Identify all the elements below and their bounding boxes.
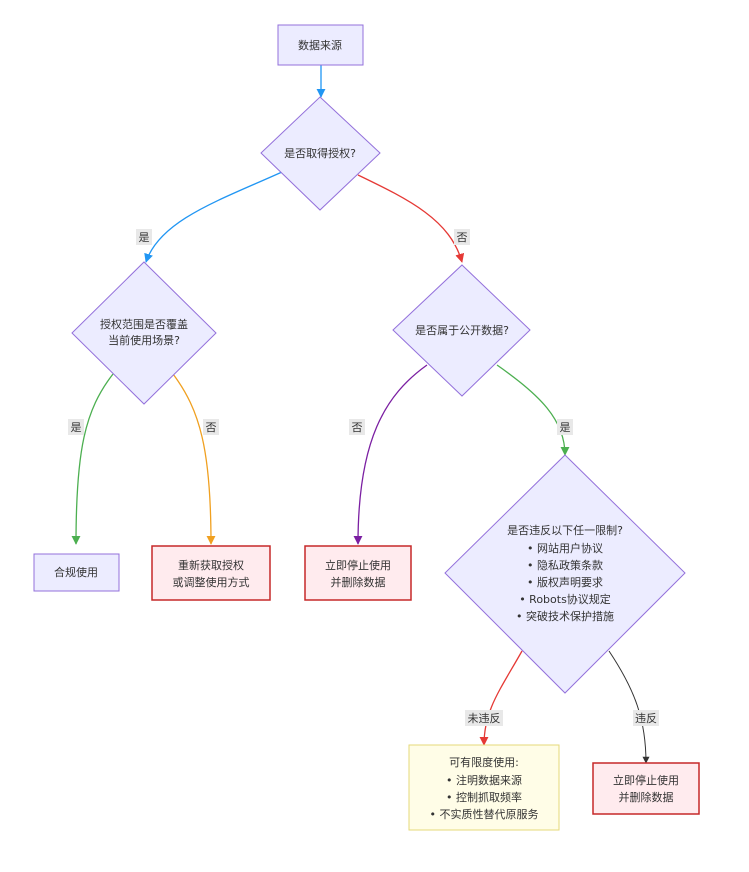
node-data-source-label: 数据来源 — [298, 38, 342, 52]
decision-violate-item: • 版权声明要求 — [527, 575, 603, 589]
decision-violate-item: • 突破技术保护措施 — [516, 609, 614, 623]
edge-label-auth-no: 否 — [454, 229, 470, 245]
edge-authorized-yes — [144, 171, 283, 263]
node-stop-delete-1: 立即停止使用 并删除数据 — [304, 545, 412, 601]
node-compliant-use: 合规使用 — [33, 553, 120, 592]
decision-public-label: 是否属于公开数据? — [415, 323, 509, 337]
node-limited-use-title: 可有限度使用: — [449, 755, 519, 769]
node-limited-use-item: • 注明数据来源 — [446, 773, 522, 787]
edge-label-scope-no: 否 — [203, 419, 219, 435]
edge-label-public-yes: 是 — [557, 419, 573, 435]
edge-label-auth-yes: 是 — [136, 229, 152, 245]
decision-violate-item: • Robots协议规定 — [519, 592, 611, 606]
node-reauthorize-label-2: 或调整使用方式 — [173, 575, 250, 589]
svg-text:违反: 违反 — [635, 712, 657, 725]
node-reauthorize: 重新获取授权 或调整使用方式 — [151, 545, 271, 601]
edge-label-scope-yes: 是 — [68, 419, 84, 435]
decision-violate-item: • 网站用户协议 — [527, 541, 603, 555]
decision-violate-item: • 隐私政策条款 — [527, 558, 603, 572]
decision-violate: 是否违反以下任一限制? • 网站用户协议 • 隐私政策条款 • 版权声明要求 •… — [444, 454, 686, 694]
decision-authorized-label: 是否取得授权? — [284, 146, 356, 160]
node-stop-delete-2: 立即停止使用 并删除数据 — [592, 762, 700, 815]
svg-text:否: 否 — [457, 231, 468, 244]
edge-authorized-no — [357, 174, 465, 263]
edge-public-yes — [496, 364, 570, 456]
decision-scope-label-1: 授权范围是否覆盖 — [100, 317, 188, 331]
svg-text:未违反: 未违反 — [468, 712, 501, 725]
svg-text:否: 否 — [206, 421, 217, 434]
node-reauthorize-label-1: 重新获取授权 — [178, 558, 244, 572]
node-limited-use: 可有限度使用: • 注明数据来源 • 控制抓取频率 • 不实质性替代原服务 — [408, 744, 560, 831]
svg-text:否: 否 — [352, 421, 363, 434]
node-data-source: 数据来源 — [277, 24, 364, 66]
edge-scope-yes — [71, 373, 114, 545]
edge-label-public-no: 否 — [349, 419, 365, 435]
edge-not-violated — [479, 650, 523, 746]
edge-public-no — [353, 364, 428, 545]
decision-scope-label-2: 当前使用场景? — [108, 333, 180, 347]
svg-text:是: 是 — [71, 421, 82, 434]
node-limited-use-item: • 不实质性替代原服务 — [430, 807, 539, 821]
edge-label-violated: 违反 — [633, 710, 659, 726]
svg-text:是: 是 — [560, 421, 571, 434]
decision-authorized: 是否取得授权? — [260, 96, 381, 211]
decision-scope: 授权范围是否覆盖 当前使用场景? — [71, 261, 217, 405]
node-stop-delete-2-label-2: 并删除数据 — [619, 790, 674, 804]
node-stop-delete-1-label-1: 立即停止使用 — [325, 558, 391, 572]
decision-violate-title: 是否违反以下任一限制? — [507, 524, 623, 537]
node-compliant-use-label: 合规使用 — [54, 565, 98, 579]
decision-public: 是否属于公开数据? — [392, 264, 531, 397]
svg-text:是: 是 — [139, 231, 150, 244]
node-stop-delete-1-label-2: 并删除数据 — [331, 575, 386, 589]
node-stop-delete-2-label-1: 立即停止使用 — [613, 773, 679, 787]
node-limited-use-item: • 控制抓取频率 — [446, 790, 522, 804]
edge-label-not-violated: 未违反 — [465, 710, 503, 726]
edge-violated — [608, 650, 650, 764]
edge-scope-no — [172, 373, 216, 545]
